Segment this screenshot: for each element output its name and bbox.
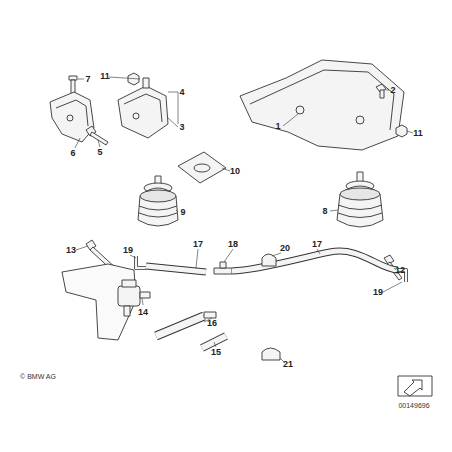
callout-number: 4 — [179, 88, 184, 97]
callout-number: 19 — [373, 288, 383, 297]
callout-number: 10 — [230, 167, 240, 176]
credit-text: © BMW AG — [20, 373, 56, 380]
callout-number: 17 — [312, 240, 322, 249]
callout-number: 11 — [100, 72, 110, 81]
callout-number: 7 — [85, 75, 90, 84]
credit-text: 00149696 — [398, 402, 429, 409]
callout-number: 8 — [322, 207, 327, 216]
callout-number: 9 — [180, 208, 185, 217]
callout-number: 14 — [138, 308, 148, 317]
callout-number: 6 — [70, 149, 75, 158]
callout-number: 21 — [283, 360, 293, 369]
callout-number: 16 — [207, 319, 217, 328]
callout-number: 19 — [123, 246, 133, 255]
callout-number: 2 — [390, 86, 395, 95]
callout-number: 17 — [193, 240, 203, 249]
callout-number: 20 — [280, 244, 290, 253]
callout-number: 15 — [211, 348, 221, 357]
callout-number: 3 — [179, 123, 184, 132]
callout-number: 5 — [97, 148, 102, 157]
callout-number: 13 — [66, 246, 76, 255]
callout-number: 12 — [395, 266, 405, 275]
callout-number: 11 — [413, 129, 423, 138]
callout-number: 1 — [275, 122, 280, 131]
callout-number: 18 — [228, 240, 238, 249]
